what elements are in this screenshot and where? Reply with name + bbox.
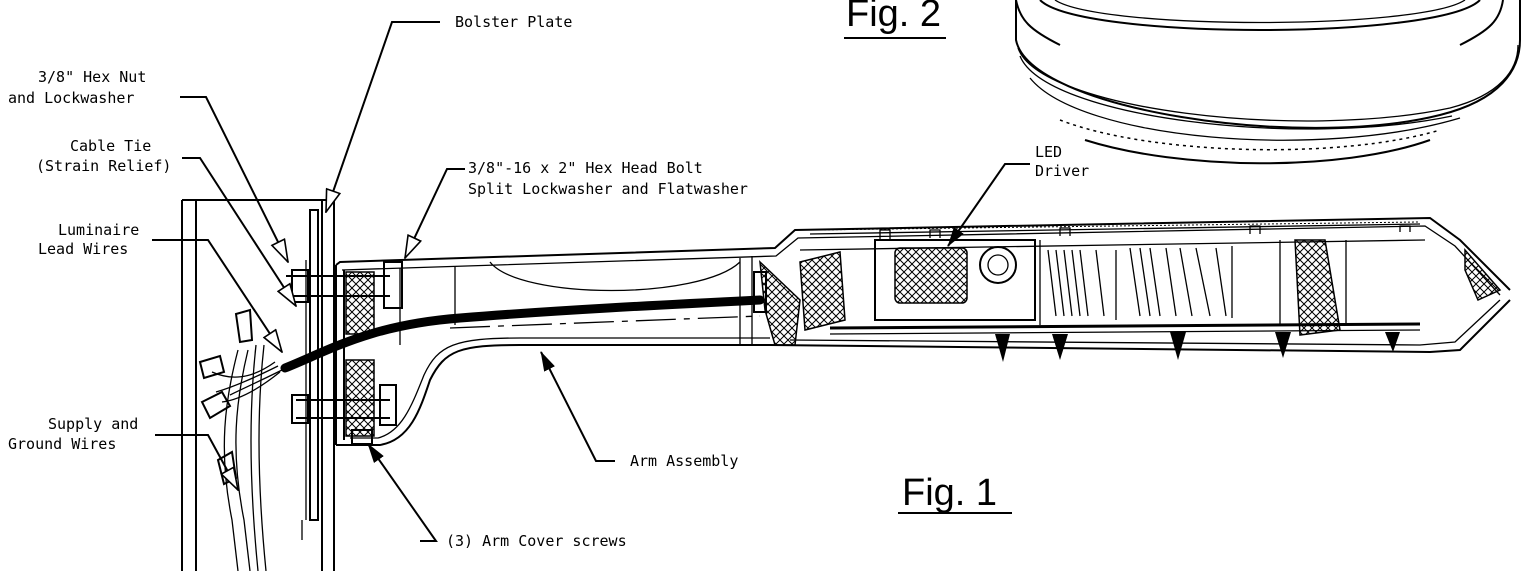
figure-captions: Fig. 2 Fig. 1	[844, 0, 1012, 514]
label-bolt-2: Split Lockwasher and Flatwasher	[468, 180, 748, 198]
callout-hex-head-bolt: 3/8"-16 x 2" Hex Head Bolt Split Lockwas…	[405, 159, 748, 258]
callout-bolster-plate: Bolster Plate	[325, 13, 572, 212]
bolster-plate	[301, 209, 319, 540]
led-optics	[995, 332, 1400, 362]
arm-assembly	[335, 216, 1511, 446]
wires	[198, 295, 765, 571]
callout-arm-assembly: Arm Assembly	[540, 351, 738, 470]
label-led-2: Driver	[1035, 162, 1089, 180]
label-arm-assembly: Arm Assembly	[630, 452, 738, 470]
label-cable-tie-2: (Strain Relief)	[36, 157, 171, 175]
callout-luminaire-lead-wires: Luminaire Lead Wires	[38, 221, 282, 352]
label-cable-tie-1: Cable Tie	[70, 137, 151, 155]
fig2-top-view	[1015, 0, 1521, 165]
fig1-caption: Fig. 1	[902, 472, 997, 514]
callout-arm-cover-screws: (3) Arm Cover screws	[367, 443, 627, 550]
callout-supply-ground-wires: Supply and Ground Wires	[8, 415, 238, 490]
callout-hex-nut: 3/8" Hex Nut and Lockwasher	[8, 68, 288, 262]
label-bolster-plate: Bolster Plate	[455, 13, 572, 31]
callout-led-driver: LED Driver	[947, 143, 1089, 247]
luminaire-housing	[769, 221, 1511, 362]
label-supply-2: Ground Wires	[8, 435, 116, 453]
label-hex-nut-2: and Lockwasher	[8, 89, 134, 107]
fig2-caption: Fig. 2	[846, 0, 941, 35]
label-hex-nut-1: 3/8" Hex Nut	[38, 68, 146, 86]
label-luminaire-1: Luminaire	[58, 221, 139, 239]
pole	[181, 199, 335, 571]
label-bolt-1: 3/8"-16 x 2" Hex Head Bolt	[468, 159, 703, 177]
label-supply-1: Supply and	[48, 415, 138, 433]
label-luminaire-2: Lead Wires	[38, 240, 128, 258]
heatsink-fins	[1047, 246, 1233, 320]
callout-cable-tie: Cable Tie (Strain Relief)	[36, 137, 296, 306]
label-arm-cover-screws: (3) Arm Cover screws	[446, 532, 627, 550]
label-led-1: LED	[1035, 143, 1062, 161]
